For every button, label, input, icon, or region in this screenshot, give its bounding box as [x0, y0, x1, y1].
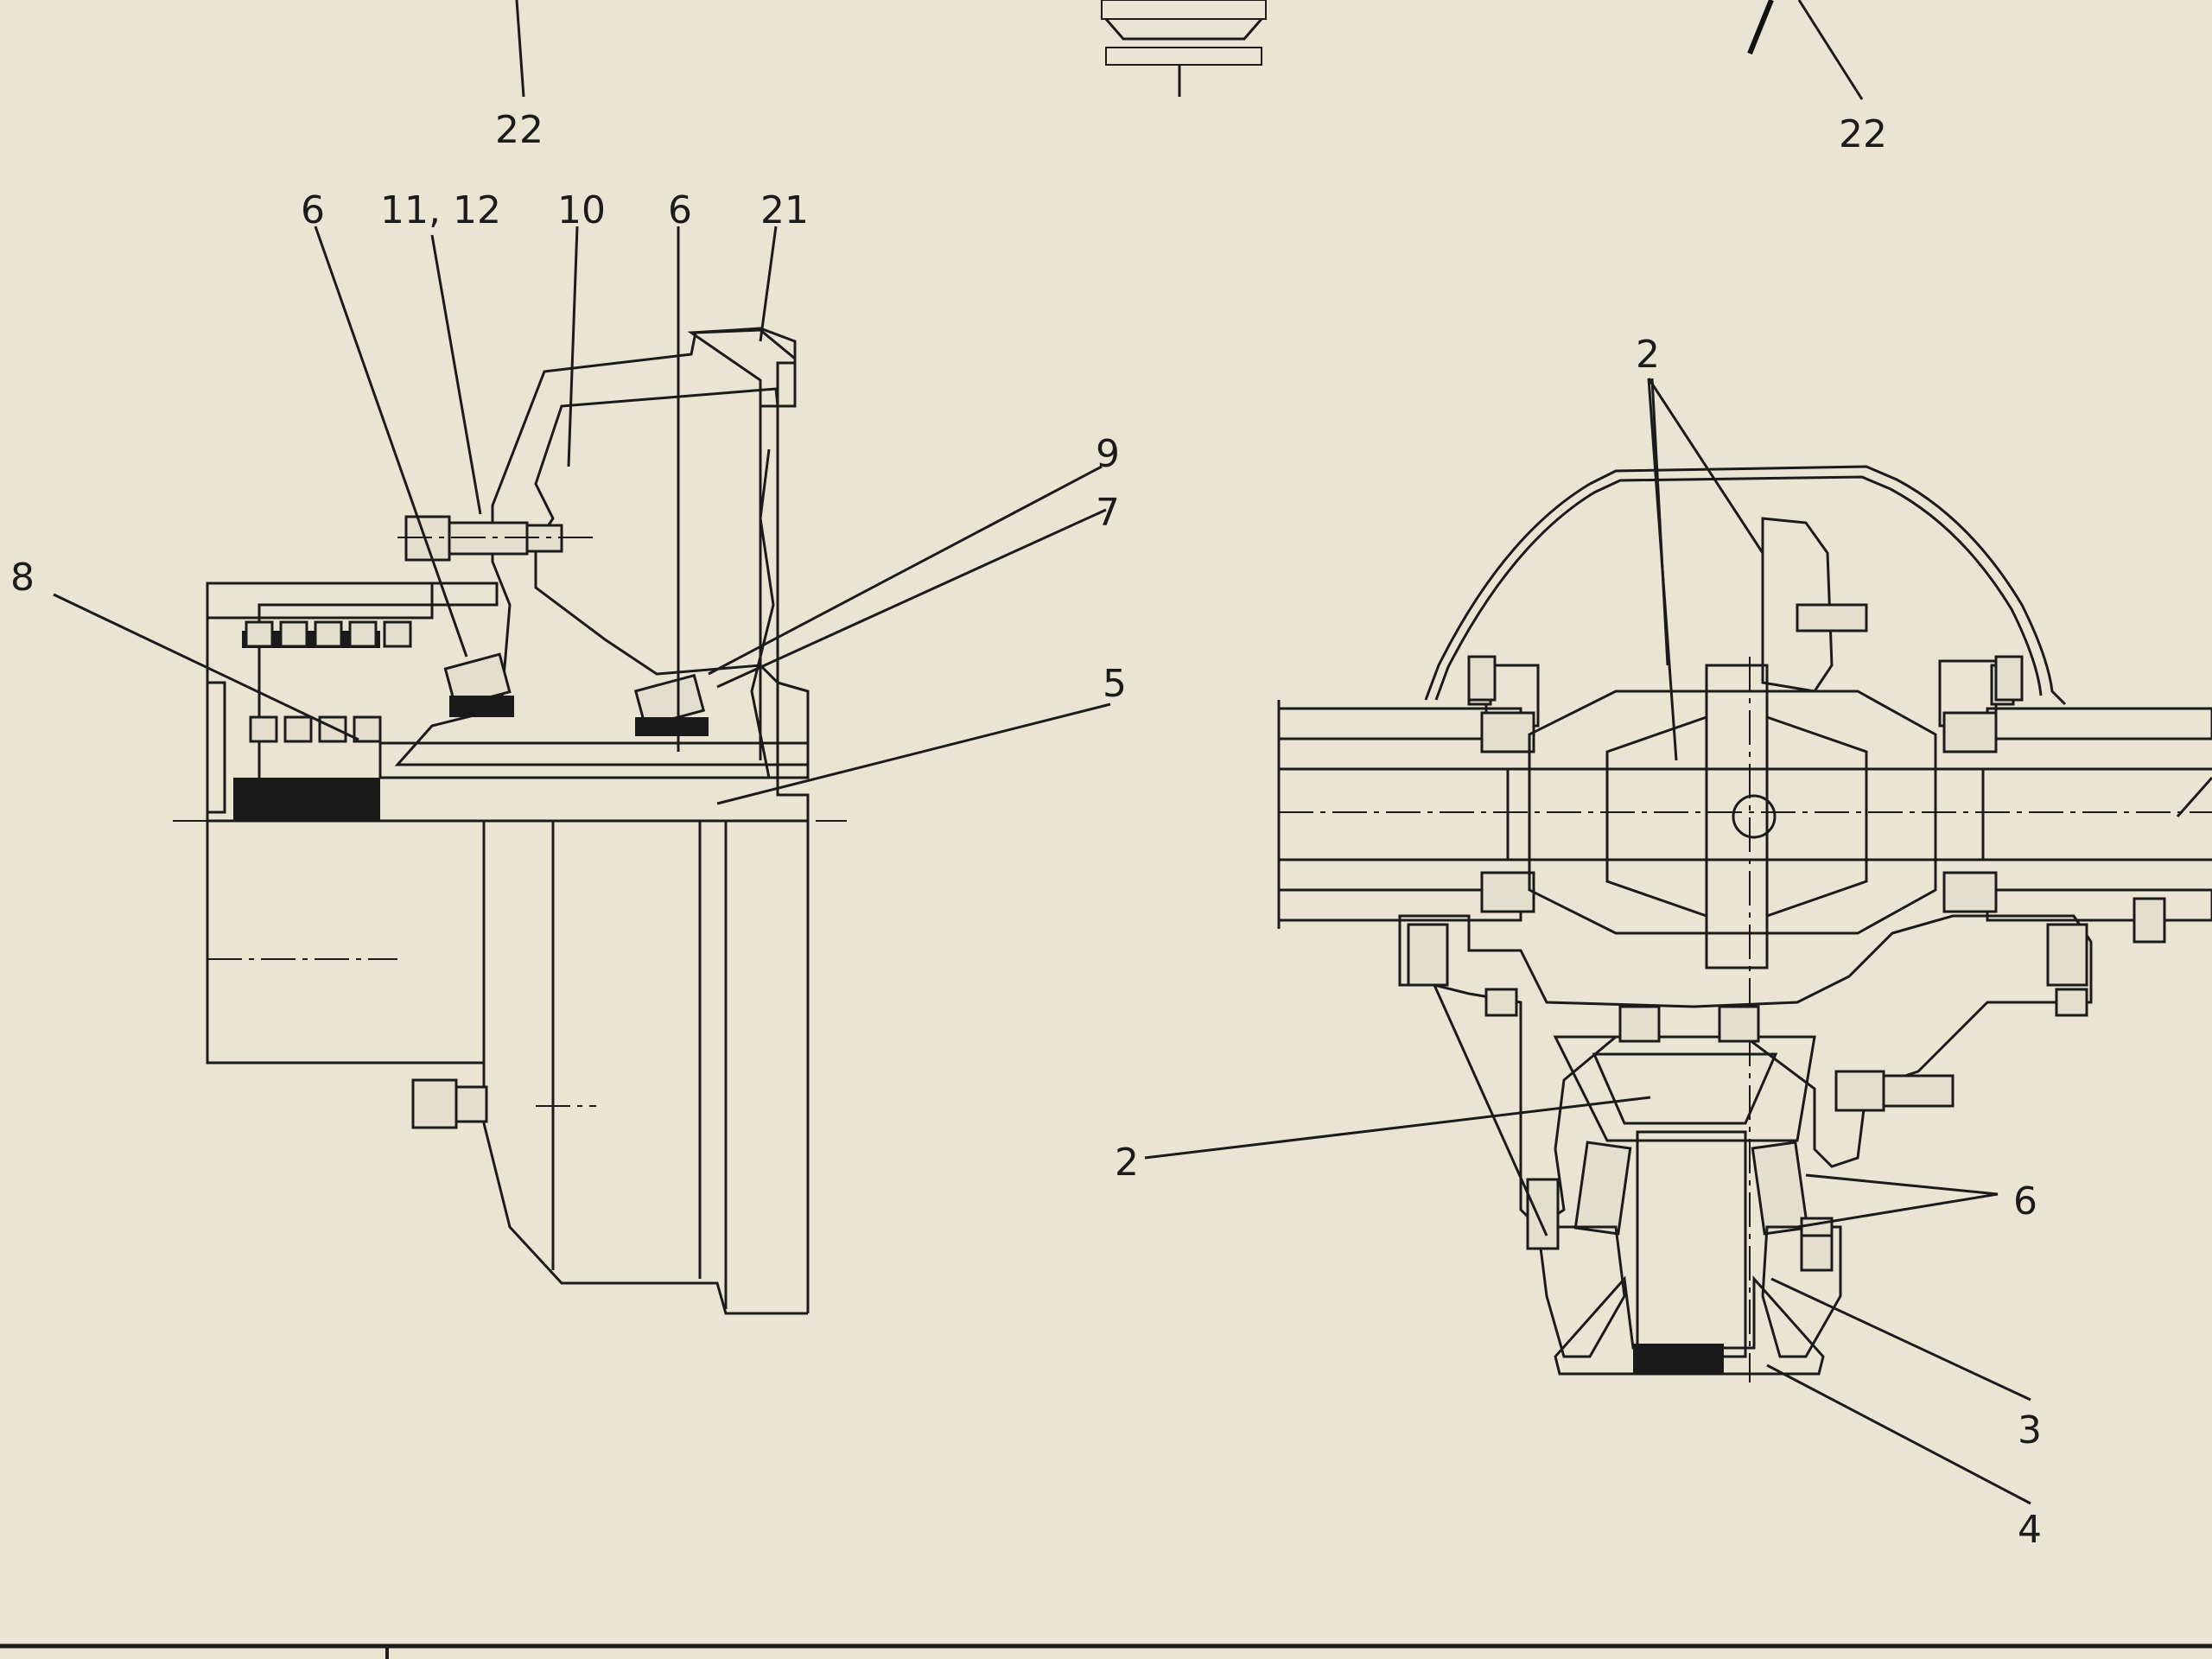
diff-leaders	[1144, 378, 2031, 1505]
drum-wall-left	[206, 681, 226, 814]
wheel-hub-assembly: 6 11, 12 10 6 21 9 7 8 5	[10, 188, 1127, 1315]
ring-gear	[1761, 517, 1834, 693]
top-fragments: 22 22	[495, 0, 1887, 156]
ring-gear-bolt	[1796, 603, 1868, 632]
pinion-head	[1592, 1052, 1778, 1125]
callout-22-left: 22	[495, 108, 543, 152]
callout-7: 7	[1096, 491, 1120, 535]
callout-6-left: 6	[301, 188, 325, 232]
drum-roller-bearing-bottom	[249, 715, 382, 743]
rim-break-line	[750, 448, 775, 779]
drum-bearing-race	[242, 631, 380, 648]
rim-flange	[687, 327, 797, 408]
callout-10: 10	[557, 188, 606, 232]
pinion-bearing-upper	[1618, 1005, 1760, 1043]
callout-2-top: 2	[1636, 333, 1660, 377]
pinion-shaft	[1636, 1130, 1747, 1358]
leader-22-left	[515, 0, 525, 98]
callout-11-12: 11, 12	[380, 188, 501, 232]
carrier-bearing-left	[1467, 664, 1540, 913]
side-gear-left	[1605, 715, 1708, 918]
callout-6-center: 6	[668, 188, 692, 232]
pinion-bearing-lower	[1573, 1141, 1809, 1236]
wheel-leaders	[53, 226, 1111, 805]
wheel-lower-body	[482, 821, 808, 1315]
callout-4: 4	[2018, 1508, 2042, 1552]
callout-2-left: 2	[1115, 1141, 1139, 1185]
hub-bearing-outer	[633, 673, 709, 736]
pinion-housing-left	[1536, 1225, 1626, 1358]
callout-21: 21	[760, 188, 809, 232]
pinion-housing-right	[1761, 1225, 1842, 1358]
cross-pin	[1705, 664, 1769, 969]
cross-pin-hole	[1732, 794, 1777, 839]
upper-bolt	[397, 515, 596, 562]
callout-6-diff: 6	[2013, 1179, 2037, 1224]
axle-shaft	[378, 741, 810, 779]
top-right-rod	[1747, 0, 1774, 55]
top-center-fragment	[1101, 0, 1267, 97]
drum-roller-bearing-top	[245, 620, 412, 648]
differential-case	[1528, 690, 1937, 935]
callout-5: 5	[1103, 662, 1127, 706]
sheet-border-bottom	[0, 1643, 2212, 1659]
differential-assembly: 2 2 6 3 4	[1115, 333, 2212, 1552]
domed-cover	[1424, 465, 2067, 706]
callout-8: 8	[10, 556, 35, 600]
hub-bearing-inner	[443, 652, 514, 717]
friction-plates	[233, 778, 380, 821]
pinion-nut	[1633, 1344, 1724, 1374]
right-tube-cut	[2176, 777, 2212, 817]
drum-housing-wall	[206, 582, 434, 620]
callout-22-right: 22	[1839, 112, 1887, 156]
housing-bolts	[1407, 655, 2166, 1272]
rim-outer-line	[776, 406, 810, 1313]
leader-22-right	[1797, 0, 1864, 100]
lower-bolt	[411, 1078, 488, 1129]
side-gear-right	[1765, 715, 1868, 918]
right-axle-tube-top	[1986, 707, 2212, 741]
side-gear-shaft	[1506, 767, 1985, 861]
callout-9: 9	[1096, 432, 1120, 476]
hub-casting	[394, 328, 810, 766]
pinion-flange	[1553, 1035, 1816, 1142]
drum-housing-left	[206, 583, 484, 1065]
domed-cover-inner	[1434, 475, 2043, 701]
callout-3: 3	[2018, 1408, 2042, 1452]
